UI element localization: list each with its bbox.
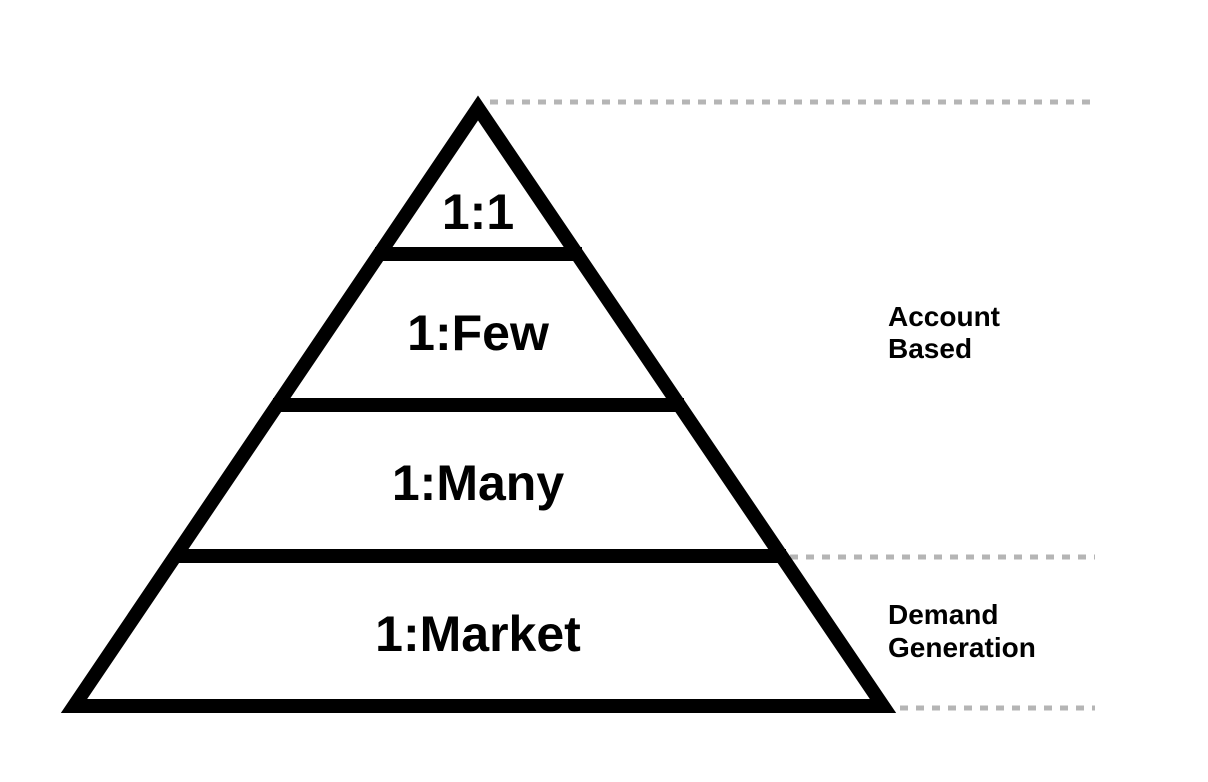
- demand-generation-label-line1: Demand: [888, 599, 998, 630]
- tier-label-1-many: 1:Many: [392, 455, 564, 511]
- tier-label-1-1: 1:1: [442, 184, 514, 240]
- tier-label-1-few: 1:Few: [407, 305, 549, 361]
- account-based-label-line2: Based: [888, 333, 972, 364]
- account-based-label-line1: Account: [888, 301, 1000, 332]
- tier-label-1-market: 1:Market: [375, 606, 581, 662]
- demand-generation-label-line2: Generation: [888, 632, 1036, 663]
